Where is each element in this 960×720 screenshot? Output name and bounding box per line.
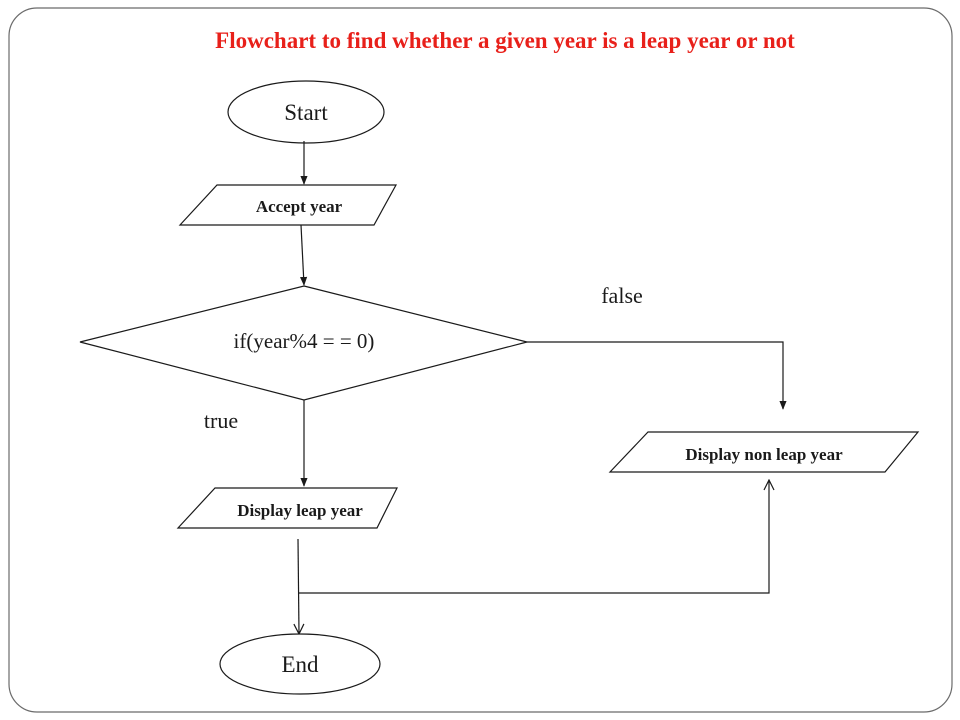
false-branch-label: false: [601, 283, 643, 308]
end-terminator: [219, 633, 381, 695]
arrow-leap-to-end: [298, 538, 299, 634]
start-label: Start: [284, 100, 328, 125]
arrow-false-branch: [527, 341, 787, 410]
input-parallelogram: [178, 184, 398, 226]
output-leap-label: Display leap year: [237, 501, 363, 520]
output-non-leap-label: Display non leap year: [685, 445, 843, 464]
output-leap-parallelogram: [176, 487, 398, 529]
connector-to-non-leap: [299, 480, 769, 594]
output-non-leap-parallelogram: [608, 431, 920, 473]
start-terminator: [227, 80, 385, 144]
diagram-title: Flowchart to find whether a given year i…: [215, 28, 795, 53]
input-label: Accept year: [256, 197, 343, 216]
end-label: End: [281, 652, 319, 677]
true-branch-label: true: [204, 408, 238, 433]
slide-frame: [8, 7, 953, 713]
decision-label: if(year%4 = = 0): [234, 329, 375, 353]
arrow-input-to-decision: [299, 224, 308, 286]
